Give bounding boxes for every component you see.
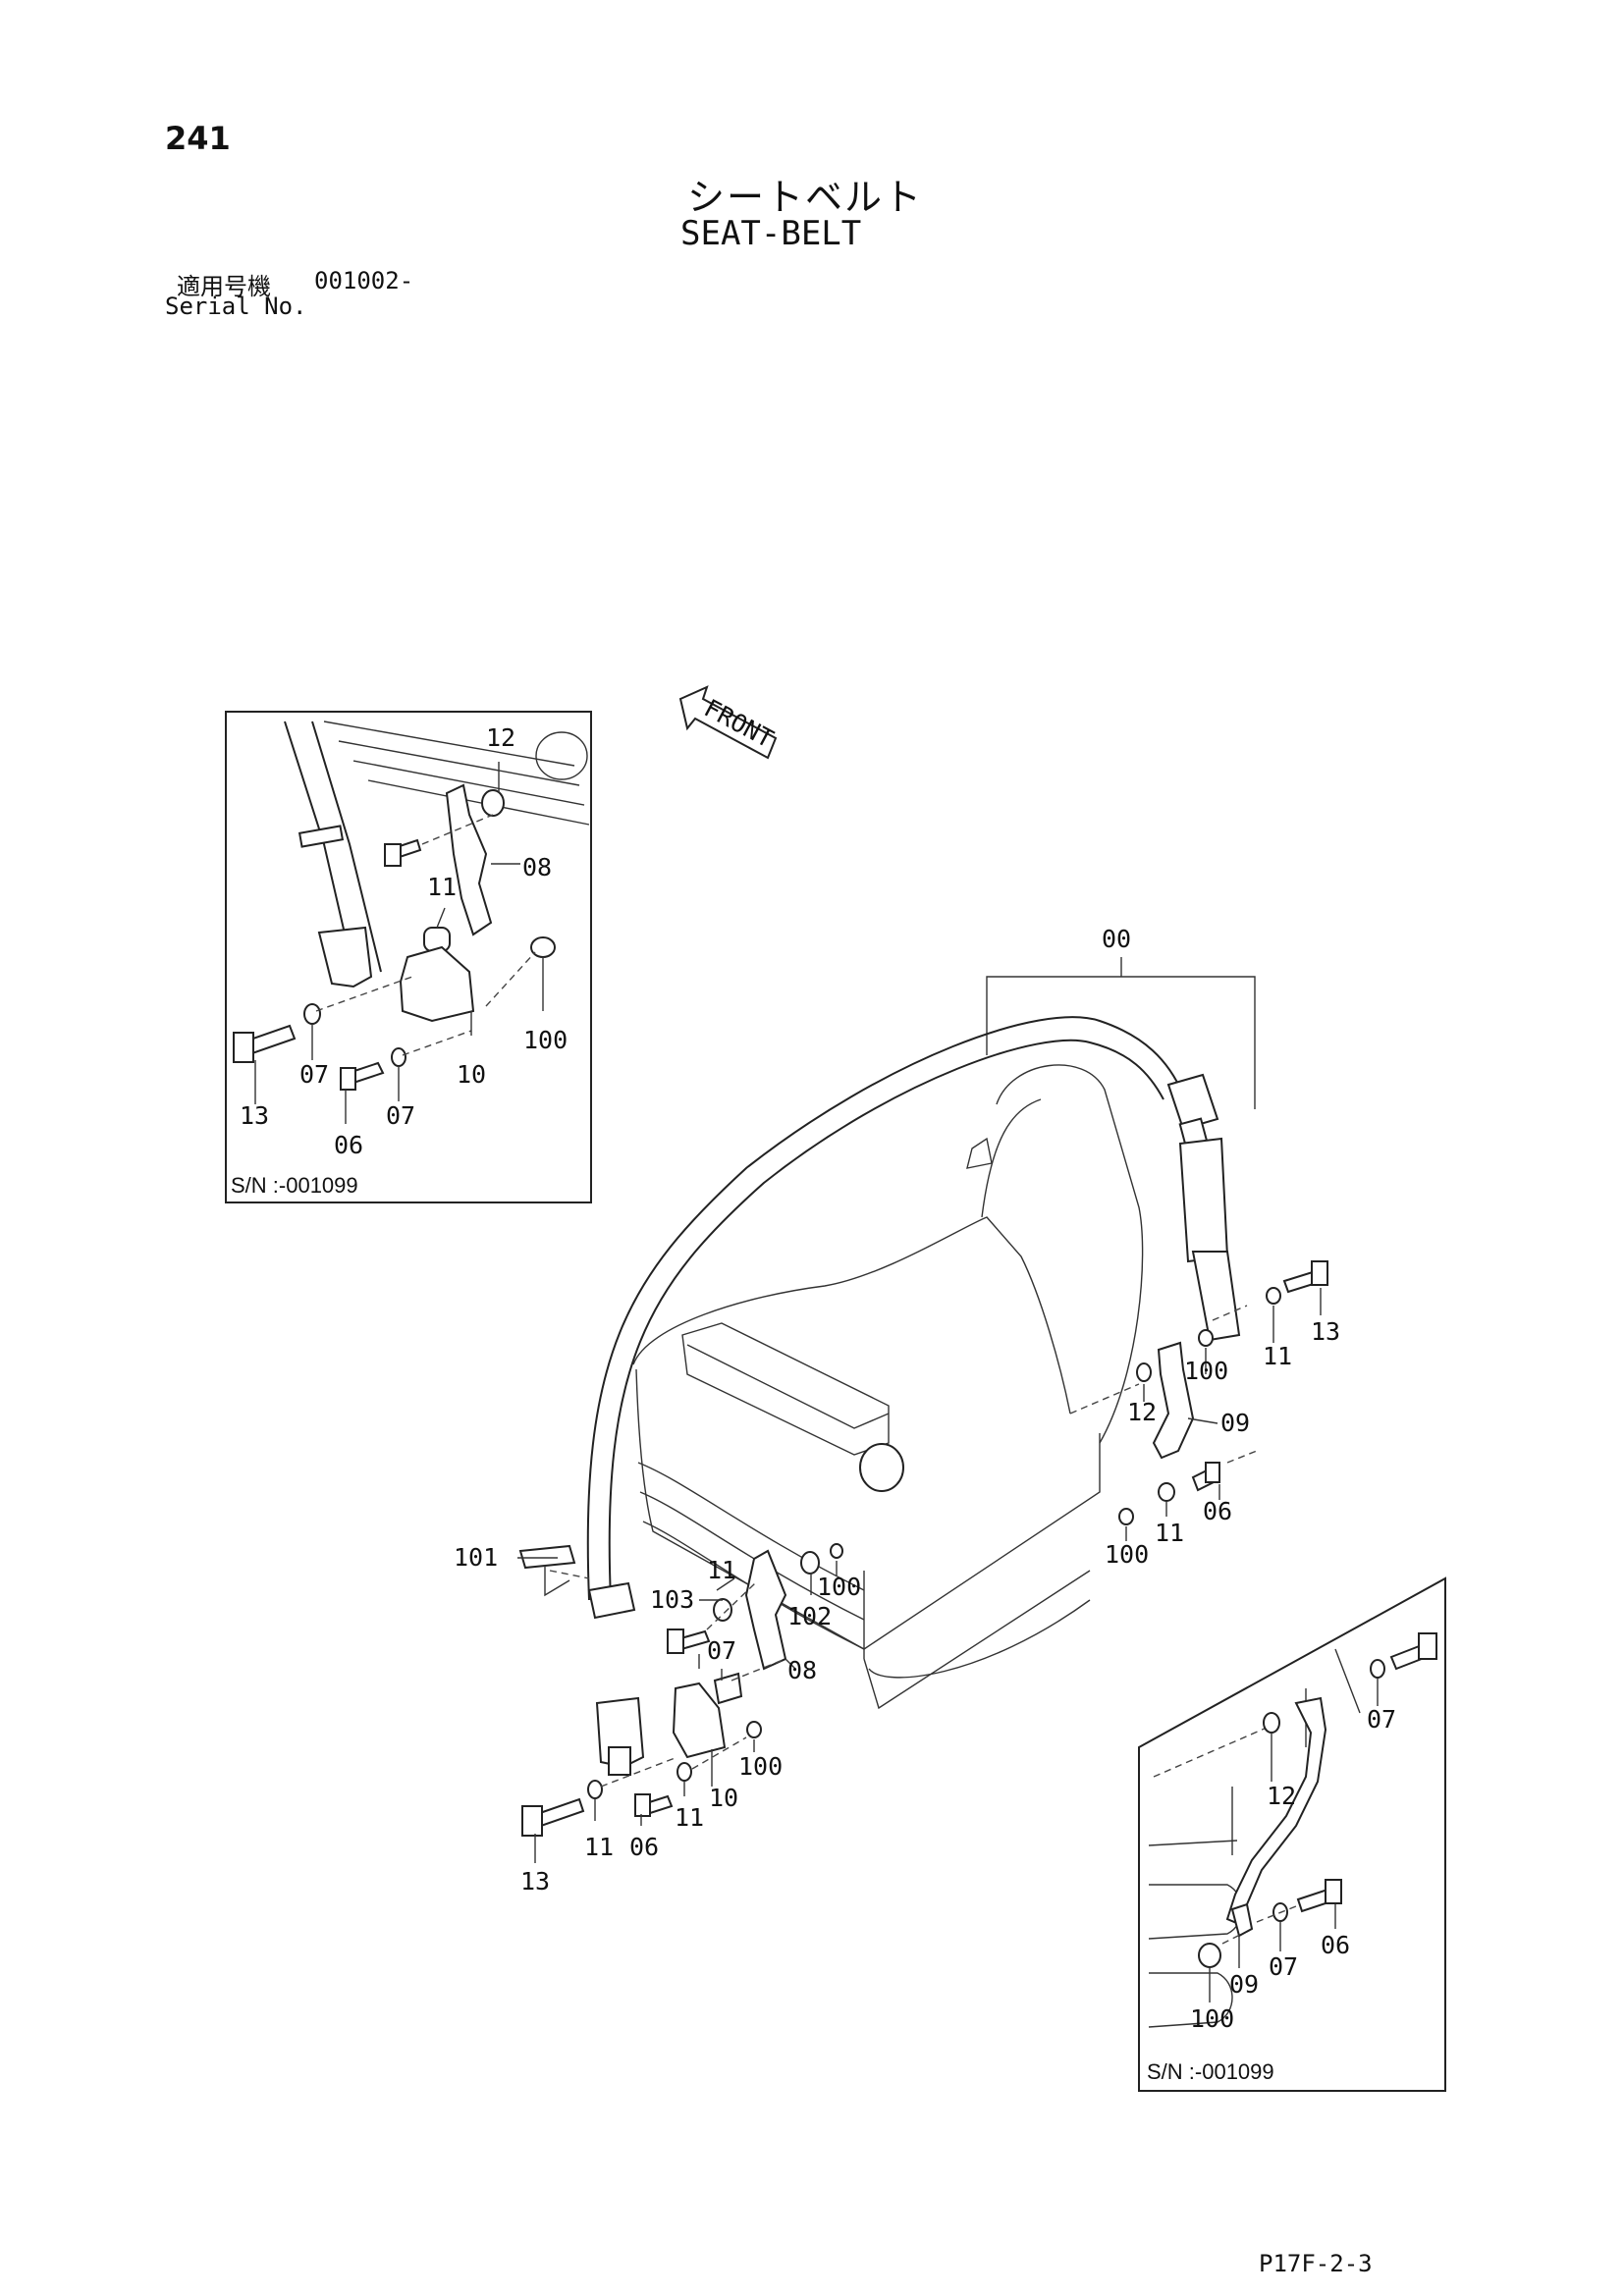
inset-right-label-06: 06: [1321, 1931, 1350, 1959]
inset-left-serial-note: S/N :-001099: [231, 1173, 358, 1198]
main-label-100-center: 100: [817, 1573, 861, 1601]
inset-left-label-13: 13: [240, 1101, 269, 1130]
inset-left-label-11: 11: [427, 873, 457, 901]
main-label-07-right: 11: [1263, 1342, 1292, 1370]
inset-left-label-06: 06: [334, 1131, 363, 1159]
main-label-10: 10: [709, 1784, 738, 1812]
inset-right-label-09: 09: [1229, 1970, 1259, 1999]
inset-right-label-100: 100: [1190, 2004, 1234, 2033]
inset-right-frame: [1138, 1576, 1446, 2092]
main-label-07-center: 11: [707, 1556, 736, 1584]
drawing-code: P17F-2-3: [1259, 2250, 1373, 2277]
main-label-06-lower: 06: [629, 1833, 659, 1861]
main-label-07-left: 11: [584, 1833, 614, 1861]
inset-left-label-12: 12: [486, 723, 515, 752]
page-number: 241: [165, 120, 231, 157]
main-label-13-left: 13: [520, 1867, 550, 1896]
main-label-102: 102: [787, 1602, 832, 1630]
main-label-103: 103: [650, 1585, 694, 1614]
inset-right-label-12: 12: [1267, 1782, 1296, 1810]
main-label-100-right: 100: [1184, 1357, 1228, 1385]
inset-right-serial-note: S/N :-001099: [1147, 2059, 1274, 2084]
front-arrow-label: FRONT: [699, 694, 778, 754]
inset-left-label-07a: 07: [299, 1060, 329, 1089]
front-arrow-icon: FRONT: [678, 685, 779, 760]
main-label-100-lower: 100: [738, 1752, 783, 1781]
inset-right: 07 12 06 07 09 100 S/N :-001099: [1138, 1576, 1446, 2092]
seat-assembly: 00: [454, 925, 1340, 1896]
main-label-11: 07: [707, 1636, 736, 1665]
page-title-english: SEAT-BELT: [680, 214, 862, 253]
page-title-japanese: シートベルト: [687, 176, 924, 219]
inset-left-label-100: 100: [523, 1026, 568, 1054]
inset-left-label-07b: 07: [386, 1101, 415, 1130]
serial-label-english: Serial No.: [165, 293, 307, 320]
main-label-09-right: 09: [1220, 1409, 1250, 1437]
main-label-00: 00: [1102, 925, 1131, 953]
main-label-13-right: 13: [1311, 1317, 1340, 1346]
inset-left-label-08: 08: [522, 853, 552, 881]
main-label-07-lower: 11: [675, 1803, 704, 1832]
main-label-06-right: 06: [1203, 1497, 1232, 1525]
main-label-08: 08: [787, 1656, 817, 1684]
main-label-07-right-low: 11: [1155, 1519, 1184, 1547]
serial-value: 001002-: [314, 267, 414, 294]
inset-right-label-07a: 07: [1367, 1705, 1396, 1734]
inset-left-label-10: 10: [457, 1060, 486, 1089]
serial-label-japanese: 適用号機: [177, 273, 271, 300]
main-label-100-right-low: 100: [1105, 1540, 1149, 1569]
inset-left: 12 08 11 13 07 06 07 10 100 S/N :-001099: [225, 711, 592, 1203]
inset-left-frame: [225, 711, 592, 1203]
main-label-101: 101: [454, 1543, 498, 1572]
inset-right-label-07b: 07: [1269, 1952, 1298, 1981]
main-label-12-right: 12: [1127, 1398, 1157, 1426]
